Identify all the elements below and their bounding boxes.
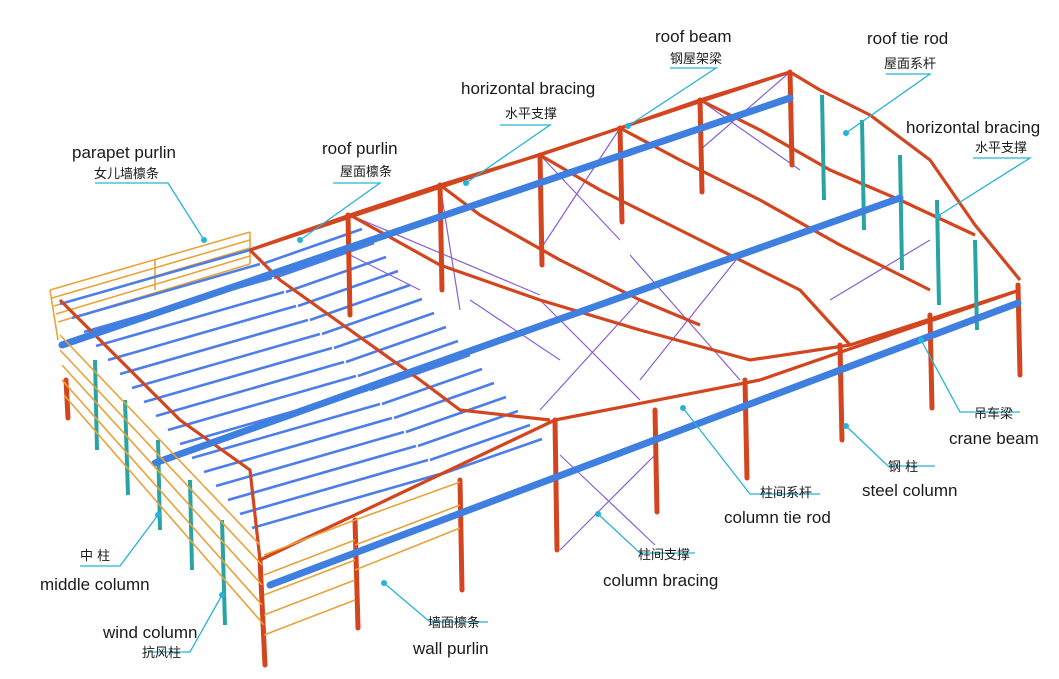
label-roof-tie-rod: roof tie rod 屋面系杆 xyxy=(867,29,948,72)
steel-column-en: steel column xyxy=(862,481,957,500)
roof-tie-rod-en: roof tie rod xyxy=(867,29,948,48)
parapet-purlin-zh: 女儿墙檩条 xyxy=(94,166,159,182)
leader-lines xyxy=(80,67,1033,653)
horizontal-bracing-right-zh: 水平支撑 xyxy=(975,141,1027,156)
wind-column-en: wind column xyxy=(102,623,198,642)
column-bracing-en: column bracing xyxy=(603,571,718,590)
parapet-frame xyxy=(49,231,251,341)
column-tie-rod-zh: 柱间系杆 xyxy=(760,486,812,501)
wind-column-zh: 抗风柱 xyxy=(142,646,181,661)
roof-tie-rod-zh: 屋面系杆 xyxy=(884,57,936,72)
crane-beam-zh: 吊车梁 xyxy=(974,406,1013,422)
label-horizontal-bracing-right: horizontal bracing 水平支撑 xyxy=(906,118,1040,156)
middle-column-zh: 中 柱 xyxy=(80,549,110,564)
horizontal-bracing-top-zh: 水平支撑 xyxy=(505,107,557,122)
label-middle-column: 中 柱 middle column xyxy=(40,549,150,594)
label-parapet-purlin: parapet purlin 女儿墙檩条 xyxy=(72,143,176,182)
label-wind-column: wind column 抗风柱 xyxy=(102,623,198,661)
column-bracing-zh: 柱间支撑 xyxy=(638,548,690,563)
label-column-tie-rod: 柱间系杆 column tie rod xyxy=(724,486,831,527)
roof-purlin-en: roof purlin xyxy=(322,139,398,158)
roof-beam-zh: 钢屋架梁 xyxy=(670,52,722,67)
horizontal-bracing-top-en: horizontal bracing xyxy=(461,79,595,98)
label-horizontal-bracing-top: horizontal bracing 水平支撑 xyxy=(461,79,595,122)
label-roof-beam: roof beam 钢屋架梁 xyxy=(655,27,732,67)
roof-beam-en: roof beam xyxy=(655,27,732,46)
wall-purlin-en: wall purlin xyxy=(412,639,489,658)
crane-beam-en: crane beam xyxy=(949,429,1039,448)
steel-columns xyxy=(63,69,1023,668)
label-steel-column: 钢 柱 steel column xyxy=(862,460,957,500)
label-roof-purlin: roof purlin 屋面檩条 xyxy=(322,139,398,180)
label-crane-beam: 吊车梁 crane beam xyxy=(949,406,1039,448)
column-tie-rod-en: column tie rod xyxy=(724,508,831,527)
crane-beams xyxy=(58,94,1022,589)
horizontal-bracing-right-en: horizontal bracing xyxy=(906,118,1040,137)
middle-column-en: middle column xyxy=(40,575,150,594)
steel-column-zh: 钢 柱 xyxy=(888,460,918,475)
wall-purlin-zh: 墙面檩条 xyxy=(428,615,480,631)
wall-purlins xyxy=(59,334,461,636)
roof-purlin-zh: 屋面檩条 xyxy=(340,164,392,180)
label-wall-purlin: 墙面檩条 wall purlin xyxy=(412,615,489,658)
roof-purlins xyxy=(59,213,543,530)
parapet-purlin-en: parapet purlin xyxy=(72,143,176,162)
label-column-bracing: 柱间支撑 column bracing xyxy=(603,548,718,590)
